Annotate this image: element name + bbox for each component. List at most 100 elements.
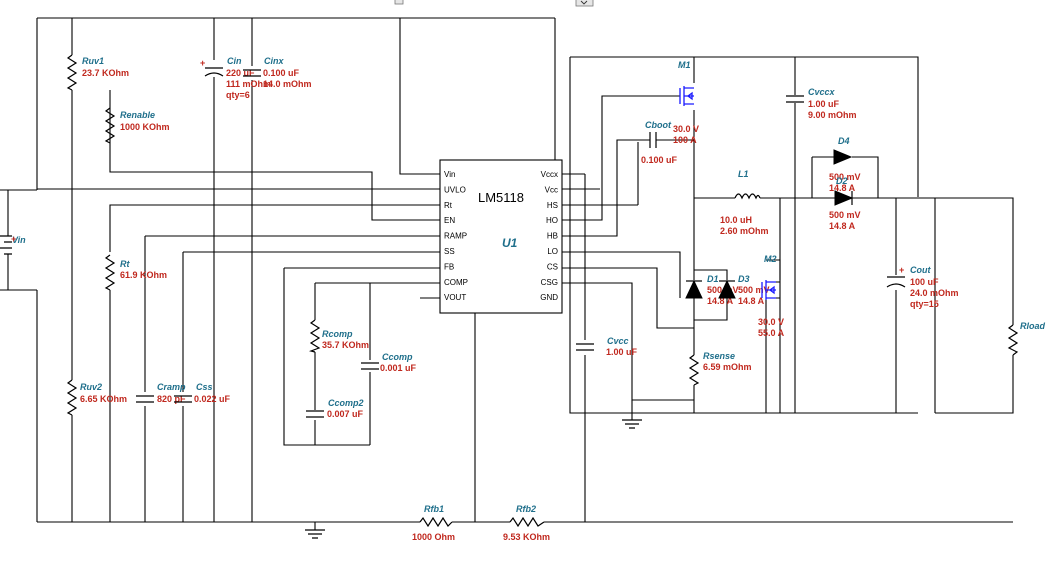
cinx-esr: 14.0 mOhm	[263, 79, 312, 89]
renable-value: 1000 KOhm	[120, 122, 170, 132]
svg-text:+: +	[200, 58, 205, 68]
ccomp2-capacitor[interactable]: Ccomp2 0.007 uF	[306, 398, 364, 419]
m1-mosfet[interactable]: M1 30.0 V 100 A	[673, 60, 699, 145]
svg-text:+: +	[11, 234, 16, 244]
rfb1-ref: Rfb1	[424, 504, 444, 514]
cvccx-esr: 9.00 mOhm	[808, 110, 857, 120]
chip-pin-ho: HO	[546, 216, 558, 225]
ruv2-resistor[interactable]: Ruv2 6.65 KOhm	[66, 379, 127, 416]
ccomp2-value: 0.007 uF	[327, 409, 364, 419]
wires	[0, 17, 1014, 530]
cin-ref: Cin	[227, 56, 242, 66]
chip-pin-lo: LO	[547, 247, 558, 256]
ccomp-ref: Ccomp	[382, 352, 413, 362]
m2-mosfet[interactable]: M2 30.0 V 55.0 A	[758, 254, 785, 338]
chip-pin-vout: VOUT	[444, 293, 466, 302]
rcomp-ref: Rcomp	[322, 329, 353, 339]
ground-icon	[305, 529, 325, 539]
d1-current: 14.8 A	[707, 296, 734, 306]
cboot-ref: Cboot	[645, 120, 672, 130]
ruv1-resistor[interactable]: Ruv1 23.7 KOhm	[66, 54, 129, 91]
cin-capacitor[interactable]: + Cin 220 uF 111 mOhm qty=6	[200, 56, 271, 100]
renable-resistor[interactable]: Renable 1000 KOhm	[104, 107, 170, 144]
chip-pin-en: EN	[444, 216, 455, 225]
chip-pin-ramp: RAMP	[444, 232, 467, 241]
cramp-ref: Cramp	[157, 382, 186, 392]
cvccx-capacitor[interactable]: Cvccx 1.00 uF 9.00 mOhm	[786, 87, 857, 120]
css-ref: Css	[196, 382, 213, 392]
cboot-capacitor[interactable]: Cboot 0.100 uF	[626, 120, 678, 165]
m2-current: 55.0 A	[758, 328, 785, 338]
rload-resistor[interactable]: Rload	[1007, 321, 1046, 356]
ruv1-value: 23.7 KOhm	[82, 68, 129, 78]
renable-ref: Renable	[120, 110, 155, 120]
d2-diode[interactable]: D2 500 mV 14.8 A	[812, 176, 861, 231]
d3-current: 14.8 A	[738, 296, 765, 306]
vin-ref: Vin	[12, 235, 26, 245]
cinx-value: 0.100 uF	[263, 68, 300, 78]
cramp-value: 820 pF	[157, 394, 186, 404]
m1-current: 100 A	[673, 135, 697, 145]
rfb2-ref: Rfb2	[516, 504, 536, 514]
toolbar-remnant[interactable]	[394, 0, 594, 7]
d4-ref: D4	[838, 136, 850, 146]
d2-current: 14.8 A	[829, 221, 856, 231]
d3-voltage: 500 mV	[738, 285, 770, 295]
rfb1-resistor[interactable]: Rfb1 1000 Ohm	[412, 504, 455, 542]
d1-ref: D1	[707, 274, 719, 284]
rt-resistor[interactable]: Rt 61.9 KOhm	[104, 254, 167, 291]
rcomp-value: 35.7 KOhm	[322, 340, 369, 350]
cvcc-ref: Cvcc	[607, 336, 629, 346]
chip-pin-rt: Rt	[444, 201, 453, 210]
ground-icon	[622, 419, 642, 429]
cin-esr: 111 mOhm	[226, 79, 271, 89]
ccomp2-ref: Ccomp2	[328, 398, 364, 408]
chip-pin-hb: HB	[547, 232, 558, 241]
chip-pin-ss: SS	[444, 247, 455, 256]
cramp-capacitor[interactable]: Cramp 820 pF	[136, 382, 186, 404]
rsense-resistor[interactable]: Rsense 6.59 mOhm	[688, 351, 752, 386]
chip-pin-vcc: Vcc	[545, 185, 558, 194]
css-capacitor[interactable]: Css 0.022 uF	[174, 382, 231, 404]
rt-value: 61.9 KOhm	[120, 270, 167, 280]
cout-esr: 24.0 mOhm	[910, 288, 959, 298]
cout-capacitor[interactable]: + Cout 100 uF 24.0 mOhm qty=15	[886, 265, 959, 309]
rfb2-resistor[interactable]: Rfb2 9.53 KOhm	[503, 504, 550, 542]
cinx-capacitor[interactable]: Cinx 0.100 uF 14.0 mOhm	[243, 56, 312, 89]
rload-ref: Rload	[1020, 321, 1046, 331]
m2-voltage: 30.0 V	[758, 317, 784, 327]
ccomp-value: 0.001 uF	[380, 363, 417, 373]
l1-inductor[interactable]: L1 10.0 uH 2.60 mOhm	[720, 169, 769, 236]
m1-voltage: 30.0 V	[673, 124, 699, 134]
d3-diode[interactable]: D3 500 mV 14.8 A	[718, 274, 770, 306]
svg-text:+: +	[899, 265, 904, 275]
rsense-value: 6.59 mOhm	[703, 362, 752, 372]
css-value: 0.022 uF	[194, 394, 231, 404]
cinx-ref: Cinx	[264, 56, 284, 66]
d2-voltage: 500 mV	[829, 210, 861, 220]
m2-ref: M2	[764, 254, 777, 264]
rt-ref: Rt	[120, 259, 130, 269]
ccomp-capacitor[interactable]: Ccomp 0.001 uF	[361, 352, 417, 373]
d4-diode[interactable]: D4 500 mV 14.8 A	[829, 136, 861, 193]
chip-pin-gnd: GND	[540, 293, 558, 302]
vin-source[interactable]: Vin +	[0, 190, 26, 290]
cvccx-ref: Cvccx	[808, 87, 836, 97]
rsense-ref: Rsense	[703, 351, 735, 361]
chip-pin-cs: CS	[547, 262, 558, 271]
cvccx-value: 1.00 uF	[808, 99, 840, 109]
chip-ref: U1	[502, 236, 518, 250]
d3-ref: D3	[738, 274, 750, 284]
cout-value: 100 uF	[910, 277, 939, 287]
cvcc-capacitor[interactable]: Cvcc 1.00 uF	[576, 336, 638, 357]
chip-name: LM5118	[478, 190, 524, 205]
rcomp-resistor[interactable]: Rcomp 35.7 KOhm	[308, 319, 369, 353]
m1-ref: M1	[678, 60, 691, 70]
l1-value: 10.0 uH	[720, 215, 752, 225]
chip-pin-hs: HS	[547, 201, 558, 210]
cin-qty: qty=6	[226, 90, 250, 100]
ruv2-value: 6.65 KOhm	[80, 394, 127, 404]
